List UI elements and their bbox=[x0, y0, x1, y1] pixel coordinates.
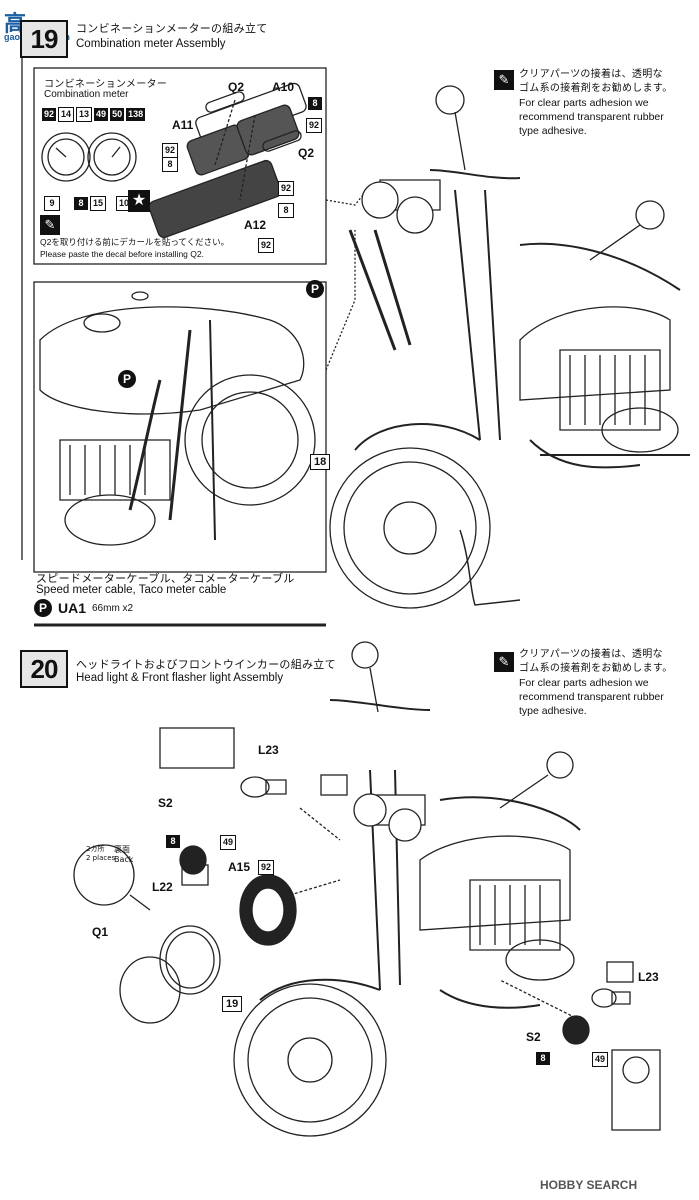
back-note-back-en: Back bbox=[114, 855, 134, 864]
adhesive-jp-2: ゴム系の接着剤をお勧めします。 bbox=[519, 83, 673, 94]
adhesive-en-1: For clear parts adhesion we bbox=[519, 677, 649, 689]
back-note-count-en: 2 places bbox=[86, 854, 116, 862]
back-note-back-jp: 裏面 bbox=[114, 845, 130, 854]
back-note-count: 2カ所 2 places bbox=[86, 845, 115, 863]
adhesive-note-19: クリアパーツの接着は、透明な ゴム系の接着剤をお勧めします。 For clear… bbox=[519, 68, 673, 138]
tag: 92 bbox=[258, 238, 275, 253]
part-a12: A12 bbox=[244, 218, 267, 232]
adhesive-en-3: type adhesive. bbox=[519, 125, 587, 137]
back-note-count-jp: 2カ所 bbox=[86, 845, 105, 853]
adhesive-en-3: type adhesive. bbox=[519, 705, 587, 717]
tag: 15 bbox=[90, 196, 107, 211]
tag: 92 bbox=[162, 143, 179, 158]
cable-caption-en: Speed meter cable, Taco meter cable bbox=[36, 584, 227, 596]
adhesive-en-1: For clear parts adhesion we bbox=[519, 97, 649, 109]
cable-spec: 66mm x2 bbox=[92, 603, 134, 614]
tag: 8 bbox=[536, 1052, 550, 1065]
adhesive-jp-1: クリアパーツの接着は、透明な bbox=[519, 649, 663, 660]
part-l22: L22 bbox=[152, 880, 173, 894]
combination-meter-title-en: Combination meter bbox=[44, 89, 129, 100]
part-l23-right: L23 bbox=[638, 970, 659, 984]
step-19-number: 19 bbox=[20, 20, 68, 58]
step-19-title-en: Combination meter Assembly bbox=[76, 38, 226, 50]
tag: 49 bbox=[220, 835, 237, 850]
back-note-side: 裏面 Back bbox=[114, 845, 133, 865]
p-marker: P bbox=[34, 599, 52, 617]
cable-caption-jp: スピードメーターケーブル、タコメーターケーブル bbox=[36, 572, 295, 585]
glue-icon: ✎ bbox=[494, 652, 514, 672]
part-s2-right: S2 bbox=[526, 1030, 541, 1044]
step-19-title-jp: コンビネーションメーターの組み立て bbox=[76, 22, 268, 35]
brush-icon: ✎ bbox=[40, 215, 60, 235]
p-marker: P bbox=[118, 370, 136, 388]
tag: 9 bbox=[44, 196, 60, 211]
tag: 92 bbox=[258, 860, 275, 875]
hobby-search-logo: HOBBY SEARCH bbox=[540, 1178, 638, 1192]
adhesive-jp-1: クリアパーツの接着は、透明な bbox=[519, 69, 663, 80]
part-a11: A11 bbox=[172, 118, 194, 132]
tag: 8 bbox=[308, 97, 322, 110]
step-20-number: 20 bbox=[20, 650, 68, 688]
p-marker: P bbox=[306, 280, 324, 298]
tag: 14 bbox=[58, 107, 75, 122]
adhesive-en-2: recommend transparent rubber bbox=[519, 691, 664, 703]
decal-note-en: Please paste the decal before installing… bbox=[40, 249, 204, 259]
tag: 13 bbox=[76, 107, 93, 122]
tag: 92 bbox=[42, 108, 57, 121]
part-q2-right: Q2 bbox=[298, 146, 315, 160]
part-q2-left: Q2 bbox=[228, 80, 245, 94]
tag: 92 bbox=[278, 181, 295, 196]
step-20-title-jp: ヘッドライトおよびフロントウインカーの組み立て bbox=[76, 658, 336, 671]
part-q1: Q1 bbox=[92, 925, 109, 939]
ref-step-19: 19 bbox=[222, 996, 243, 1012]
cable-part-ua1: UA1 bbox=[58, 600, 87, 616]
glue-icon: ✎ bbox=[494, 70, 514, 90]
tag: 8 bbox=[74, 197, 88, 210]
adhesive-note-20: クリアパーツの接着は、透明な ゴム系の接着剤をお勧めします。 For clear… bbox=[519, 648, 673, 718]
part-l23-top: L23 bbox=[258, 743, 279, 757]
tag: 8 bbox=[166, 835, 180, 848]
step-20-title-en: Head light & Front flasher light Assembl… bbox=[76, 672, 284, 684]
adhesive-jp-2: ゴム系の接着剤をお勧めします。 bbox=[519, 663, 673, 674]
adhesive-en-2: recommend transparent rubber bbox=[519, 111, 664, 123]
tag: 92 bbox=[306, 118, 323, 133]
part-a15: A15 bbox=[228, 860, 251, 874]
combination-meter-title-jp: コンビネーションメーター bbox=[44, 79, 168, 90]
tag: 50 bbox=[110, 108, 125, 121]
tag: 49 bbox=[94, 108, 109, 121]
part-a10: A10 bbox=[272, 80, 295, 94]
ref-step-18: 18 bbox=[310, 454, 331, 470]
tag: 8 bbox=[162, 157, 178, 172]
part-s2-top: S2 bbox=[158, 796, 173, 810]
tag: 138 bbox=[126, 108, 146, 121]
decal-note-jp: Q2を取り付ける前にデカールを貼ってください。 bbox=[40, 237, 230, 247]
tag: 8 bbox=[278, 203, 294, 218]
tag: 49 bbox=[592, 1052, 609, 1067]
star-icon: ★ bbox=[128, 190, 150, 212]
